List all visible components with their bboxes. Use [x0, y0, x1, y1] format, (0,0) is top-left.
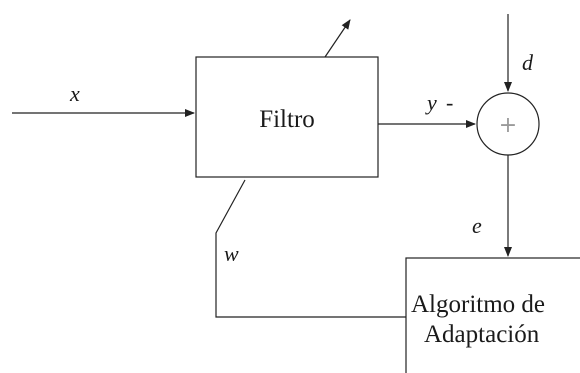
- filter-block-label: Filtro: [259, 106, 315, 133]
- summing-plus-sign: +: [499, 113, 517, 138]
- signal-label-w: w: [224, 241, 239, 266]
- filter-block: [195, 56, 379, 178]
- adaptation-block-label-line2: Adaptación: [424, 321, 540, 348]
- signal-sign-y: -: [446, 90, 453, 115]
- adaptation-algorithm-block: [405, 257, 580, 373]
- weights-feedback-path: [215, 179, 406, 318]
- adaptation-block-label-line1: Algoritmo de: [411, 291, 545, 318]
- signal-label-e: e: [472, 213, 482, 238]
- filter-adaptation-diagonal-arrow: [324, 19, 351, 58]
- signal-label-y: y: [425, 90, 437, 115]
- signal-label-d: d: [522, 50, 534, 75]
- signal-label-x: x: [69, 81, 80, 106]
